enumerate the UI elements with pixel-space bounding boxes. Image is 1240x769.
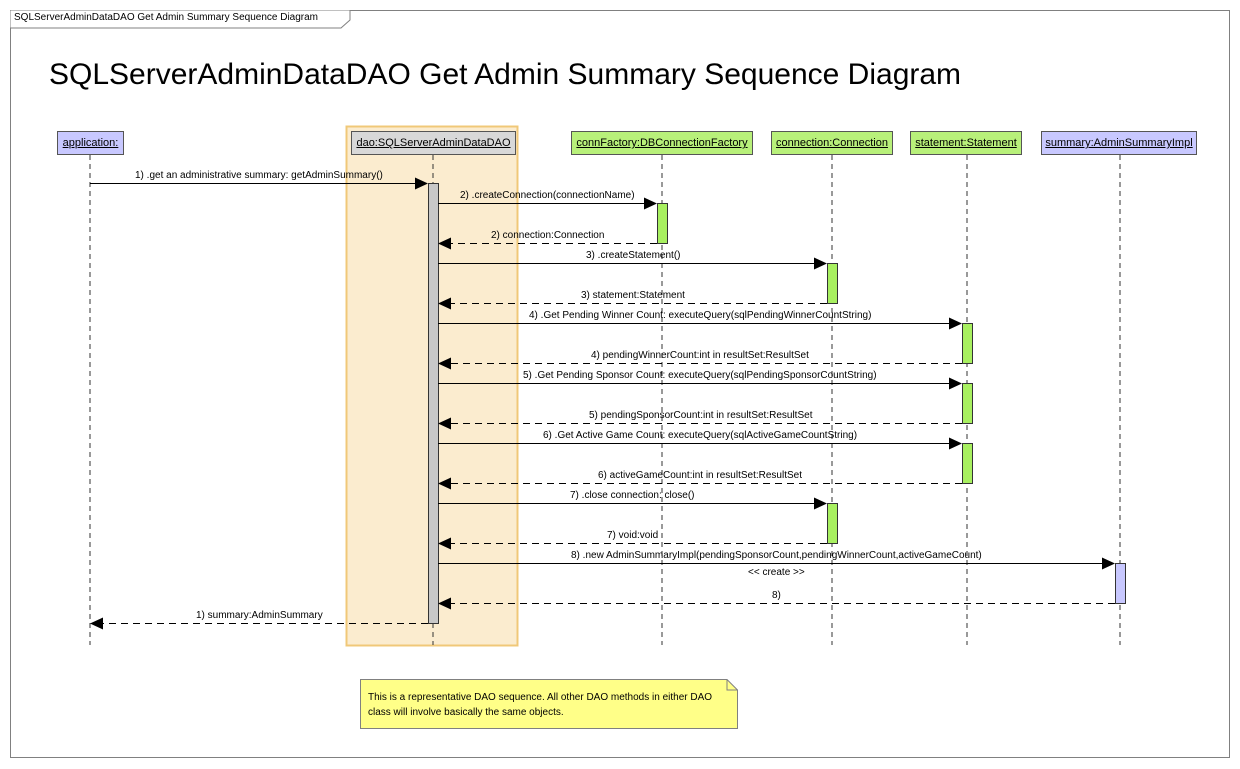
message-arrowhead-7 xyxy=(438,357,451,370)
note: This is a representative DAO sequence. A… xyxy=(360,679,738,729)
message-label-11: 6) activeGameCount:int in resultSet:Resu… xyxy=(598,470,802,481)
message-arrowhead-16 xyxy=(90,617,103,630)
message-arrowhead-2 xyxy=(644,197,657,210)
activation-dao-0 xyxy=(428,183,439,624)
message-arrowhead-6 xyxy=(949,317,962,330)
message-label-13: 7) void:void xyxy=(607,530,659,541)
frame-tab-label: SQLServerAdminDataDAO Get Admin Summary … xyxy=(14,12,319,23)
message-arrowhead-12 xyxy=(814,497,827,510)
message-label-4: 3) .createStatement() xyxy=(586,250,681,261)
message-label-16: 1) summary:AdminSummary xyxy=(196,610,323,621)
diagram-frame xyxy=(10,10,1230,758)
activation-connection-6 xyxy=(827,503,838,544)
message-arrowhead-13 xyxy=(438,537,451,550)
message-label-15: 8) xyxy=(772,590,781,601)
message-arrowhead-9 xyxy=(438,417,451,430)
message-label-7: 4) pendingWinnerCount:int in resultSet:R… xyxy=(591,350,809,361)
message-label-6: 4) .Get Pending Winner Count: executeQue… xyxy=(529,310,872,321)
message-label-14: 8) .new AdminSummaryImpl(pendingSponsorC… xyxy=(571,550,982,561)
lifeline-head-connection: connection:Connection xyxy=(771,131,893,155)
message-label-8: 5) .Get Pending Sponsor Count: executeQu… xyxy=(523,370,877,381)
diagram-title: SQLServerAdminDataDAO Get Admin Summary … xyxy=(49,58,962,91)
activation-statement-4 xyxy=(962,383,973,424)
lifeline-head-factory: connFactory:DBConnectionFactory xyxy=(571,131,753,155)
lifeline-head-dao: dao:SQLServerAdminDataDAO xyxy=(351,131,516,155)
activation-statement-5 xyxy=(962,443,973,484)
lifeline-head-statement: statement:Statement xyxy=(910,131,1022,155)
message-label-9: 5) pendingSponsorCount:int in resultSet:… xyxy=(589,410,813,421)
note-shape xyxy=(360,679,738,729)
activation-summary-7 xyxy=(1115,563,1126,604)
message-arrowhead-11 xyxy=(438,477,451,490)
lifeline-head-summary: summary:AdminSummaryImpl xyxy=(1041,131,1197,155)
message-label-2: 2) .createConnection(connectionName) xyxy=(460,190,635,201)
message-label-5: 3) statement:Statement xyxy=(581,290,685,301)
message-arrowhead-10 xyxy=(949,437,962,450)
activation-connection-2 xyxy=(827,263,838,304)
message-arrowhead-5 xyxy=(438,297,451,310)
message-label-12: 7) .close connection: close() xyxy=(570,490,695,501)
activation-factory-1 xyxy=(657,203,668,244)
message-arrowhead-1 xyxy=(415,177,428,190)
message-label-1: 1) .get an administrative summary: getAd… xyxy=(135,170,383,181)
activation-statement-3 xyxy=(962,323,973,364)
message-label-3: 2) connection:Connection xyxy=(491,230,605,241)
frame-tab-shape xyxy=(10,10,351,29)
message-arrowhead-15 xyxy=(438,597,451,610)
message-sublabel-14: << create >> xyxy=(748,567,805,578)
message-arrowhead-4 xyxy=(814,257,827,270)
message-arrowhead-14 xyxy=(1102,557,1115,570)
lifeline-head-app: application: xyxy=(57,131,124,155)
message-label-10: 6) .Get Active Game Count: executeQuery(… xyxy=(543,430,858,441)
note-text: This is a representative DAO sequence. A… xyxy=(368,692,713,718)
message-arrowhead-8 xyxy=(949,377,962,390)
message-arrowhead-3 xyxy=(438,237,451,250)
